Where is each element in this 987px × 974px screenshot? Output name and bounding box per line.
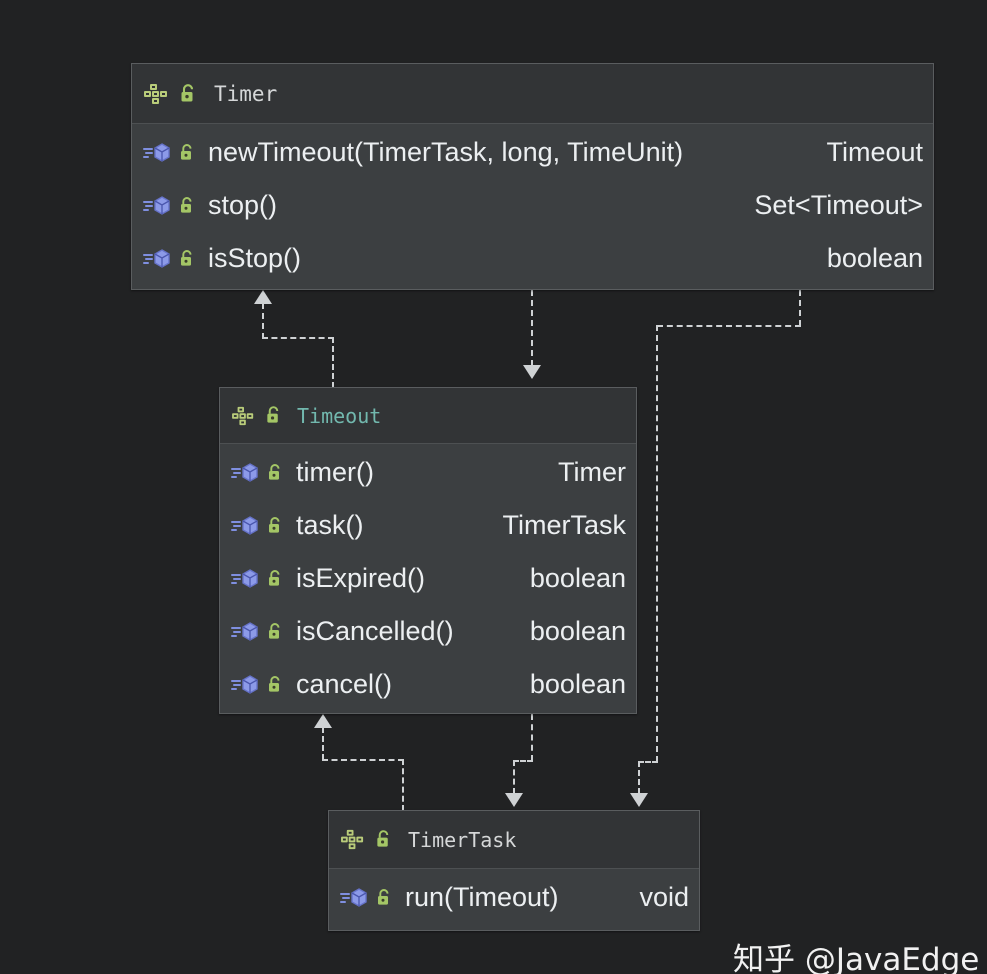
uml-members-timer: newTimeout(TimerTask, long, TimeUnit) Ti… xyxy=(132,124,933,289)
uml-member-return-type: Timer xyxy=(558,457,626,487)
uml-member-return-type: boolean xyxy=(529,669,626,699)
connector-segment xyxy=(657,325,801,327)
connector-segment xyxy=(513,760,533,762)
unlocked-padlock-icon xyxy=(264,405,283,426)
uml-members-timeout: timer() Timer xyxy=(220,444,636,715)
uml-class-title: Timer xyxy=(214,81,278,106)
uml-member-row[interactable]: stop() Set<Timeout> xyxy=(132,179,933,232)
uml-member-return-type: boolean xyxy=(529,563,626,593)
unlocked-padlock-icon xyxy=(178,196,196,216)
uml-member-row[interactable]: isExpired() boolean xyxy=(220,552,636,605)
uml-member-signature: timer() xyxy=(296,457,374,487)
uml-member-return-type: TimerTask xyxy=(502,510,626,540)
uml-class-header-timertask: TimerTask xyxy=(329,811,699,869)
uml-class-box-timer[interactable]: Timer xyxy=(131,63,934,290)
method-icon xyxy=(142,247,174,271)
connector-segment xyxy=(531,714,533,761)
method-icon xyxy=(142,141,174,165)
uml-member-row[interactable]: run(Timeout) void xyxy=(329,871,699,924)
uml-member-row[interactable]: newTimeout(TimerTask, long, TimeUnit) Ti… xyxy=(132,126,933,179)
uml-member-row[interactable]: task() TimerTask xyxy=(220,499,636,552)
method-icon xyxy=(230,673,262,697)
method-icon xyxy=(230,514,262,538)
uml-member-signature: cancel() xyxy=(296,669,393,699)
connector-segment xyxy=(332,337,334,388)
method-icon xyxy=(230,567,262,591)
uml-class-title: TimerTask xyxy=(408,827,517,852)
interface-icon xyxy=(142,82,172,106)
uml-member-row[interactable]: timer() Timer xyxy=(220,446,636,499)
uml-member-row[interactable]: isCancelled() boolean xyxy=(220,605,636,658)
unlocked-padlock-icon xyxy=(178,249,196,269)
uml-class-box-timeout[interactable]: Timeout xyxy=(219,387,637,714)
arrowhead-down-icon xyxy=(505,793,523,807)
uml-class-header-timeout: Timeout xyxy=(220,388,636,444)
connector-segment xyxy=(262,303,264,339)
arrowhead-down-icon xyxy=(523,365,541,379)
connector-segment xyxy=(262,337,334,339)
uml-member-row[interactable]: cancel() boolean xyxy=(220,658,636,711)
unlocked-padlock-icon xyxy=(374,829,393,850)
unlocked-padlock-icon xyxy=(266,675,284,695)
uml-member-signature: isExpired() xyxy=(296,563,426,593)
arrowhead-down-icon xyxy=(630,793,648,807)
method-icon xyxy=(230,620,262,644)
uml-member-return-type: Set<Timeout> xyxy=(754,190,923,220)
connector-segment xyxy=(513,760,515,794)
interface-icon xyxy=(230,405,258,427)
uml-members-timertask: run(Timeout) void xyxy=(329,869,699,928)
method-icon xyxy=(142,194,174,218)
method-icon xyxy=(339,886,371,910)
unlocked-padlock-icon xyxy=(266,569,284,589)
connector-segment xyxy=(638,761,640,794)
uml-member-signature: stop() xyxy=(208,190,278,220)
unlocked-padlock-icon xyxy=(178,143,196,163)
uml-member-signature: isCancelled() xyxy=(296,616,454,646)
unlocked-padlock-icon xyxy=(266,516,284,536)
connector-segment xyxy=(322,759,404,761)
unlocked-padlock-icon xyxy=(375,888,393,908)
interface-icon xyxy=(339,828,367,851)
arrowhead-up-icon xyxy=(314,714,332,728)
connector-segment xyxy=(402,759,404,811)
uml-member-return-type: boolean xyxy=(529,616,626,646)
unlocked-padlock-icon xyxy=(266,463,284,483)
connector-segment xyxy=(799,290,801,326)
uml-member-return-type: Timeout xyxy=(826,137,923,167)
uml-class-title: Timeout xyxy=(297,403,382,428)
unlocked-padlock-icon xyxy=(266,622,284,642)
uml-class-box-timertask[interactable]: TimerTask xyxy=(328,810,700,931)
connector-segment xyxy=(656,325,658,762)
unlocked-padlock-icon xyxy=(178,83,198,105)
uml-member-signature: run(Timeout) xyxy=(405,882,559,912)
uml-member-signature: isStop() xyxy=(208,243,302,273)
uml-member-signature: newTimeout(TimerTask, long, TimeUnit) xyxy=(208,137,684,167)
connector-segment xyxy=(322,727,324,760)
uml-member-row[interactable]: isStop() boolean xyxy=(132,232,933,285)
watermark-text: 知乎 @JavaEdge xyxy=(733,942,980,974)
connector-segment xyxy=(638,761,658,763)
uml-class-header-timer: Timer xyxy=(132,64,933,124)
uml-member-signature: task() xyxy=(296,510,364,540)
connector-segment xyxy=(531,290,533,366)
uml-member-return-type: boolean xyxy=(826,243,923,273)
method-icon xyxy=(230,461,262,485)
uml-member-return-type: void xyxy=(639,882,689,912)
arrowhead-up-icon xyxy=(254,290,272,304)
